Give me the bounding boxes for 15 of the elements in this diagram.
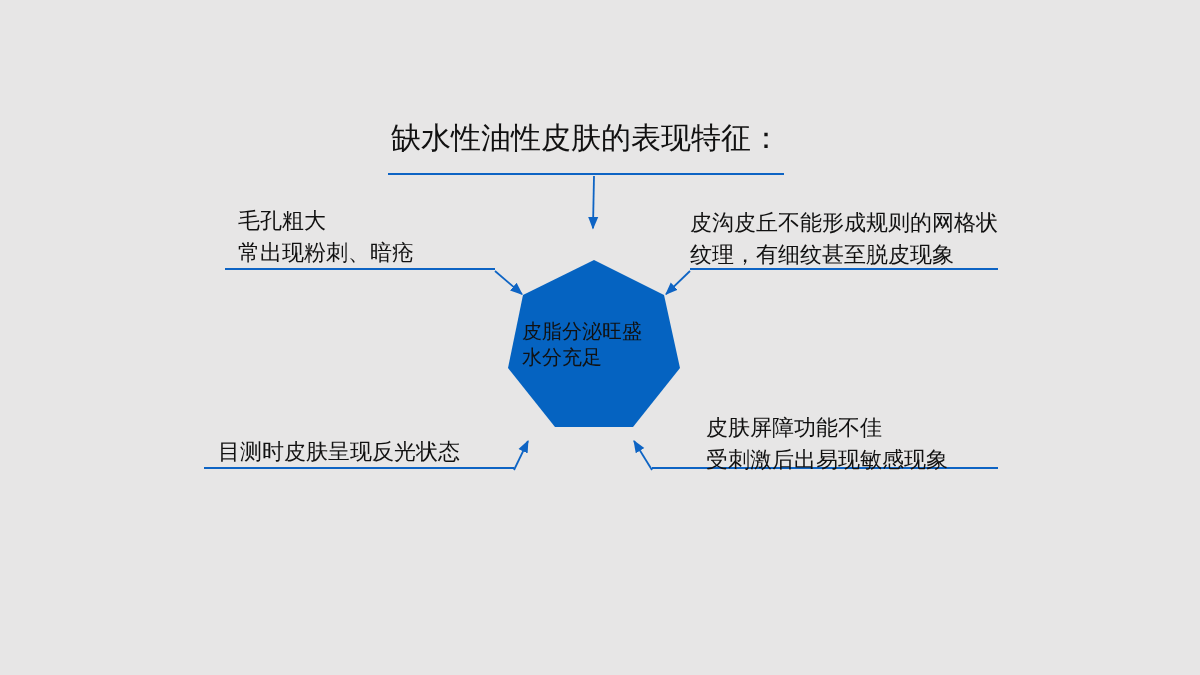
text: 目测时皮肤呈现反光状态	[218, 438, 461, 466]
heading-text: 缺水性油性皮肤的表现特征：	[390, 119, 782, 157]
arrow	[513, 439, 529, 471]
arrow	[588, 175, 599, 230]
text: 受刺激后出易现敏感现象	[706, 446, 949, 474]
text: 皮肤屏障功能不佳	[706, 414, 883, 442]
text: 皮沟皮丘不能形成规则的网格状纹理，有细纹甚至脱皮现象	[690, 209, 998, 269]
arrow	[494, 270, 523, 295]
text: 毛孔粗大	[238, 207, 327, 235]
arrow	[665, 270, 691, 295]
text: 常出现粉刺、暗疮	[238, 239, 415, 267]
heptagon-shape	[508, 260, 680, 427]
text: 皮脂分泌旺盛	[522, 318, 643, 344]
arrow	[633, 439, 653, 471]
text: 水分充足	[522, 344, 603, 370]
